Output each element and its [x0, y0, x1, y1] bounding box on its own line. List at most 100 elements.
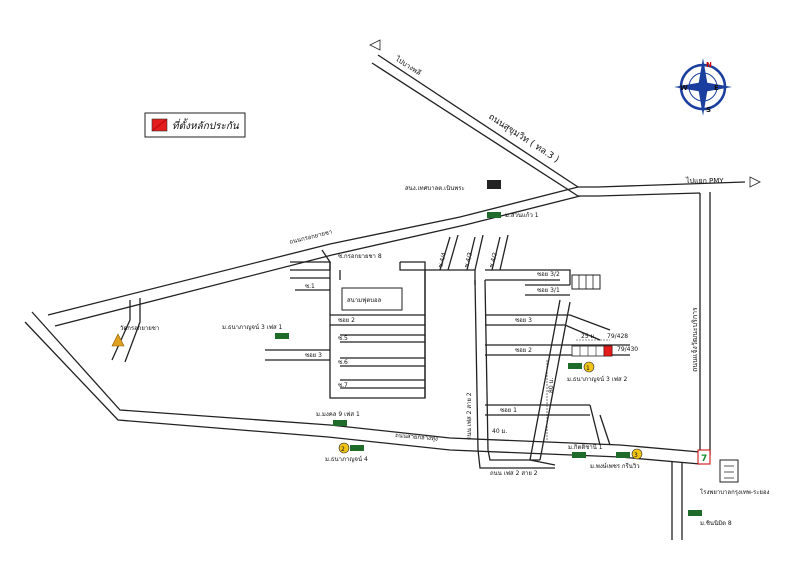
compass-rose: N E S W	[674, 58, 732, 116]
krok-yai-cha-road-a	[47, 186, 579, 316]
stadium-box	[341, 287, 403, 311]
compass-n: N	[706, 61, 712, 69]
legend: ที่ตั้งหลักประกัน	[144, 112, 246, 138]
klang-thung-road-b	[327, 436, 701, 465]
roads	[24, 54, 746, 540]
label-klang-thung: ถนนสายกลางทุ่ง	[395, 432, 438, 443]
soi-5-road	[340, 334, 425, 343]
label-chaeng-wattana: ถนนแจ้งวัฒนะบริการ	[691, 307, 699, 372]
label-suan-kaew: ม.สวนแก้ว 1	[505, 212, 539, 219]
label-phase2-sai2-bottom: ถนน เฟส 2 สาย 2	[490, 470, 538, 477]
label-phase2-sai2: ถนน เฟส 2 สาย 2	[466, 392, 473, 440]
marker-1	[583, 361, 595, 373]
soi-4-2-road	[491, 234, 509, 271]
label-thana-3-1: ม.ธนาภาญจน์ 3 เฟส 1	[222, 323, 283, 331]
house-icon-kitti	[572, 452, 586, 458]
house-icon-mongkol	[333, 420, 347, 426]
hospital-icon	[719, 459, 739, 483]
label-dist-40: 40 ม.	[492, 428, 507, 435]
compass-needle-east	[703, 82, 732, 92]
house-icon-thana-3-1	[275, 333, 289, 339]
label-soi-3-1: ซอย 3/1	[537, 287, 560, 294]
soi-3-road	[265, 349, 330, 361]
right-branch-road	[589, 404, 611, 446]
label-dist-80: 80 ม.	[548, 378, 555, 393]
grid-top-road	[399, 262, 476, 398]
label-hospital: โรงพยาบาลกรุงเทพ-ระยอง	[700, 488, 770, 496]
label-sukhumvit: ถนนสุขุมวิท ( ทล.3 )	[486, 111, 561, 165]
label-soi-3-r: ซอย 3	[515, 317, 532, 324]
compass-e: E	[714, 84, 719, 92]
phase2-sai2-road-b	[484, 279, 489, 451]
label-stadium: สนามฟุตบอล	[347, 297, 382, 304]
compass-s: S	[706, 106, 711, 114]
compass-needle-west	[674, 82, 703, 92]
phase2-bottom-road	[477, 449, 555, 469]
municipal-office-icon	[487, 180, 501, 189]
soi-6-road	[340, 357, 425, 367]
direction-arrows	[369, 39, 761, 188]
hospital-icon-windows	[724, 465, 734, 479]
phase2-sai2-road-a	[474, 279, 479, 451]
label-soi-1: ซ.1	[305, 283, 315, 290]
label-sinthani: ม.ชินนิมิต 8	[700, 520, 732, 527]
label-krok-yai-cha: ถนนกรอกยายชา	[289, 229, 333, 246]
label-soi-6: ซ.6	[338, 359, 348, 366]
label-to-pmy: ไปแยก PMY	[685, 176, 724, 185]
legend-label: ที่ตั้งหลักประกัน	[172, 118, 240, 132]
soi-1-road-r	[485, 404, 590, 416]
marker-1-label: 1	[586, 365, 590, 372]
house-icon-thana-3-2	[568, 363, 582, 369]
label-soi-7: ซ.7	[338, 382, 348, 389]
label-soi-3-2: ซอย 3/2	[537, 271, 560, 278]
compass-needle-north	[698, 58, 708, 87]
label-to-chonburi: ไปบางพลี	[393, 54, 423, 78]
arrow-to-chonburi	[369, 39, 381, 51]
temple-road	[111, 300, 131, 361]
soi-7-road	[340, 379, 425, 389]
label-soi-2: ซอย 2	[338, 317, 355, 324]
label-dist-25: 25 ม.	[581, 333, 596, 340]
label-thana-4: ม.ธนาภาญจน์ 4	[325, 455, 368, 463]
label-temple: วัดกรอกยายชา	[120, 325, 159, 332]
label-soi-4-2: ซ.4/2	[488, 251, 499, 268]
compass-w: W	[680, 84, 688, 92]
label-soi-4-3: ซ.4/3	[463, 251, 474, 268]
label-kitti: ม.กิตติชานี 1	[568, 443, 603, 451]
seven-eleven-icon	[697, 449, 711, 465]
soi-3-2-road	[485, 269, 571, 285]
places: สนง.เทศบาลต.เนินพระ ม.สวนแก้ว 1 สนามฟุตบ…	[111, 180, 770, 527]
marker-3	[631, 448, 643, 460]
house-icon-suan-kaew	[487, 212, 501, 218]
label-addr-2: 79/430	[617, 346, 638, 353]
label-mongkol: ม.มงคล 9 เฟส 1	[316, 411, 360, 418]
label-soi-2-r: ซอย 2	[515, 347, 532, 354]
label-thana-3-2: ม.ธนาภาญจน์ 3 เฟส 2	[567, 375, 628, 383]
target-plot	[603, 345, 613, 357]
soi-4-4-road	[439, 234, 459, 271]
krok-yai-cha-road-b	[54, 195, 581, 327]
triangle-road-a	[31, 311, 331, 426]
triangle-road-b	[24, 321, 329, 438]
legend-swatch-hatch	[151, 118, 168, 132]
marker-2	[338, 442, 350, 454]
house-icon-thana-4	[350, 445, 364, 451]
label-soi-1-r: ซอย 1	[500, 407, 517, 414]
label-municipal: สนง.เทศบาลต.เนินพระ	[405, 185, 465, 192]
label-addr-1: 79/428	[607, 333, 628, 340]
label-seven: 7	[701, 454, 707, 464]
label-soi-krok-8: ซ.กรอกยายชา 8	[338, 253, 382, 260]
soi-2-road	[330, 314, 425, 326]
diagonal-connector-b	[539, 301, 571, 461]
temple-icon	[111, 333, 125, 347]
label-soi-4-4: ซ.4/4	[437, 251, 448, 268]
klang-thung-road-a	[329, 424, 701, 453]
house-icon-phongphet	[616, 452, 630, 458]
house-icon-sinthani	[688, 510, 702, 516]
soi-4-3-road	[466, 234, 484, 271]
label-soi-5: ซ.5	[338, 335, 348, 342]
label-soi-3: ซอย 3	[305, 352, 322, 359]
marker-3-label: 3	[634, 452, 638, 459]
markers: 1 2 3	[338, 361, 643, 460]
